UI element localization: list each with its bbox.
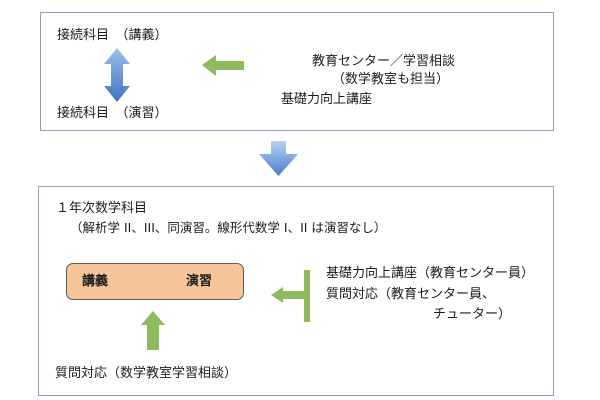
bottom-support-line2: 質問対応（教育センター員、 <box>326 287 496 302</box>
year-title: １年次数学科目 <box>56 201 148 216</box>
box-practice-label: 演習 <box>186 274 213 289</box>
box-lecture-label: 講義 <box>82 274 109 289</box>
bottom-note: 質問対応（数学教室学習相談） <box>55 366 238 381</box>
top-support-line1: 教育センター／学習相談 <box>312 54 456 69</box>
green-t-bar <box>304 270 310 322</box>
green-t-arrow-left-icon <box>271 287 304 303</box>
top-support-line3: 基礎力向上講座 <box>281 92 373 107</box>
double-arrow-vertical-icon <box>104 48 130 102</box>
bottom-support-line3: チューター） <box>433 307 512 322</box>
subject-lecture-label: 接続科目 （講義） <box>57 28 168 43</box>
top-panel <box>40 12 554 131</box>
year-subtitle: （解析学 II、III、同演習。線形代数学 I、II は演習なし） <box>70 220 387 235</box>
subject-practice-label: 接続科目 （演習） <box>57 106 168 121</box>
green-arrow-left-icon <box>202 55 244 76</box>
green-arrow-up-icon <box>141 311 165 350</box>
lecture-practice-box <box>66 263 244 300</box>
top-support-line2: （数学教室も担当） <box>332 72 450 87</box>
bottom-support-line1: 基礎力向上講座（教育センター員） <box>326 266 535 281</box>
big-down-arrow-icon <box>259 141 298 176</box>
